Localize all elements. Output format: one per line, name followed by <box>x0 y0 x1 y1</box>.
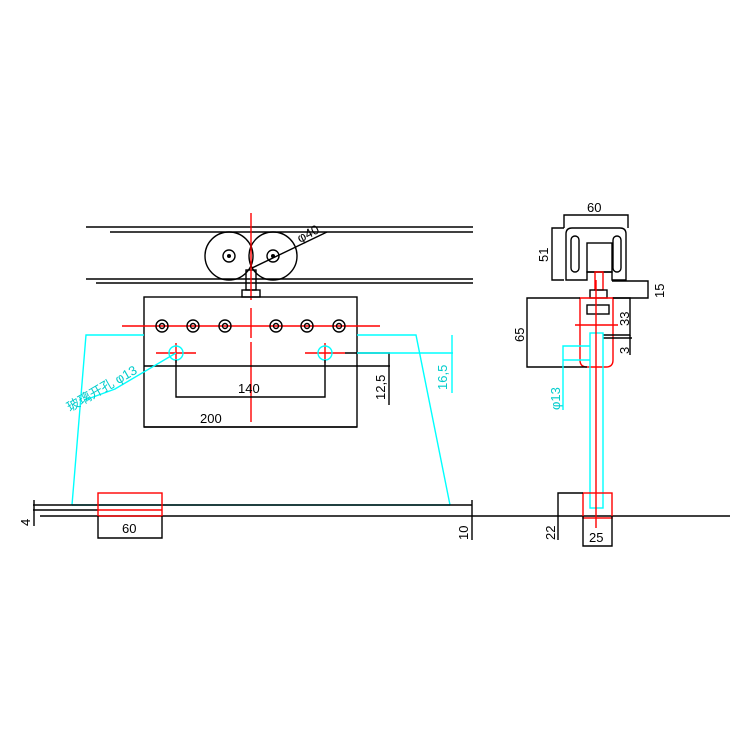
guide-height-label: 22 <box>543 526 558 540</box>
hole-spacing-label: 140 <box>238 381 260 396</box>
plate-width-label: 200 <box>200 411 222 426</box>
glass-hole-label: 玻璃开孔 φ13 <box>64 362 139 414</box>
glass-clamp <box>579 297 614 368</box>
hole-offset-label: 12,5 <box>373 375 388 400</box>
track-profile <box>565 227 627 281</box>
glass-outline-right <box>357 334 451 506</box>
carriage <box>586 242 613 273</box>
floor-guide <box>97 492 163 517</box>
screw-holes <box>155 319 346 333</box>
hole-depth-label: 33 <box>617 312 632 326</box>
glass-hole-diameter-label: φ13 <box>548 387 563 410</box>
bottom-gap-label: 10 <box>456 526 471 540</box>
wheels: φ40 <box>204 222 328 281</box>
track-height-label: 51 <box>536 248 551 262</box>
guide-width-label: 60 <box>122 521 136 536</box>
hole-gap-label: 3 <box>617 347 632 354</box>
glass-offset-label: 16,5 <box>435 365 450 390</box>
floor-guide-side <box>582 492 613 519</box>
front-view: φ40 140 200 12,5 16,5 <box>18 213 730 540</box>
track-width-label: 60 <box>587 200 601 215</box>
wheel-diameter-label: φ40 <box>294 222 321 246</box>
clamp-height-label: 65 <box>512 328 527 342</box>
guide-width-side-label: 25 <box>589 530 603 545</box>
stem-height-label: 15 <box>652 284 667 298</box>
glass-outline-left <box>71 334 144 506</box>
side-view: 60 51 15 65 33 3 φ13 22 25 <box>512 200 667 547</box>
floor-gap-label: 4 <box>18 519 33 526</box>
